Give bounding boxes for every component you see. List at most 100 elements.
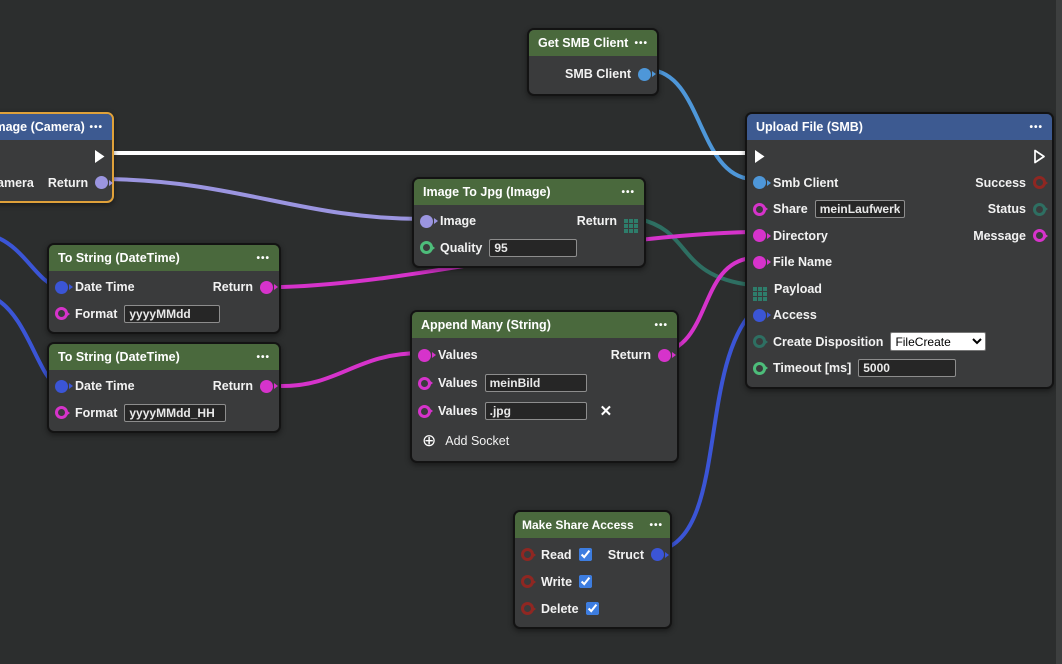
smb-client-input-port[interactable] — [753, 176, 766, 190]
values1-input-port[interactable] — [418, 348, 431, 362]
node-header[interactable]: Image To Jpg (Image) ••• — [414, 179, 644, 205]
node-menu-icon[interactable]: ••• — [89, 121, 103, 133]
node-header[interactable]: Get SMB Client ••• — [529, 30, 657, 56]
node-header[interactable]: Make Share Access ••• — [515, 512, 670, 538]
share-input-port[interactable] — [753, 202, 766, 216]
message-label: Message — [973, 228, 1026, 243]
remove-socket-icon[interactable]: ✕ — [599, 402, 613, 420]
return-label: Return — [212, 379, 253, 394]
plus-circle-icon: ⊕ — [422, 431, 437, 450]
node-header[interactable]: Image (Camera) ••• — [0, 114, 112, 140]
format-input-port[interactable] — [55, 307, 68, 321]
message-output-port[interactable] — [1033, 229, 1046, 243]
exec-input-port[interactable] — [753, 149, 766, 164]
node-menu-icon[interactable]: ••• — [256, 351, 270, 363]
format-row: Format — [49, 400, 279, 427]
delete-row: Delete — [515, 595, 670, 622]
file-name-input-port[interactable] — [753, 255, 766, 269]
struct-output-port[interactable] — [651, 548, 664, 561]
values2-input-port[interactable] — [418, 376, 431, 390]
return-bytes-output-port[interactable] — [624, 219, 628, 224]
values2-label: Values — [438, 376, 478, 390]
add-socket-label: Add Socket — [445, 433, 510, 448]
delete-label: Delete — [541, 601, 579, 616]
format-input-port[interactable] — [55, 406, 68, 420]
values3-label: Values — [438, 404, 478, 418]
format-field[interactable] — [124, 403, 227, 422]
wire-struct-to-access[interactable] — [656, 310, 754, 553]
values3-field[interactable] — [484, 402, 587, 420]
node-menu-icon[interactable]: ••• — [256, 252, 270, 264]
node-upload-file[interactable]: Upload File (SMB) ••• Smb Client Success… — [745, 112, 1054, 389]
values2-field[interactable] — [484, 374, 587, 392]
node-image-camera[interactable]: Image (Camera) ••• Camera Return — [0, 112, 114, 203]
wire-tostring2-to-values[interactable] — [280, 351, 424, 388]
vertical-scrollbar[interactable] — [1056, 0, 1062, 664]
wire-camera-return-to-image[interactable] — [104, 177, 426, 221]
return-output-port[interactable] — [260, 280, 273, 294]
create-disposition-select[interactable]: FileCreate — [890, 332, 987, 352]
node-header[interactable]: Append Many (String) ••• — [412, 312, 677, 338]
timeout-input-port[interactable] — [753, 361, 766, 375]
directory-message-row: Directory Message — [747, 223, 1052, 250]
node-make-share-access[interactable]: Make Share Access ••• Read Struct Write … — [513, 510, 672, 629]
create-disposition-input-port[interactable] — [753, 335, 766, 349]
payload-row: Payload — [747, 276, 1052, 303]
write-input-port[interactable] — [521, 575, 534, 588]
values3-input-port[interactable] — [418, 404, 431, 418]
node-menu-icon[interactable]: ••• — [621, 186, 635, 198]
write-checkbox[interactable] — [579, 575, 593, 588]
status-output-port[interactable] — [1033, 202, 1046, 216]
node-menu-icon[interactable]: ••• — [1029, 121, 1043, 133]
node-to-string-2[interactable]: To String (DateTime) ••• Date Time Retur… — [47, 342, 281, 433]
directory-input-port[interactable] — [753, 229, 766, 243]
node-title: Image (Camera) — [0, 120, 85, 134]
output-row: SMB Client — [529, 59, 657, 89]
image-row: Image Return — [414, 208, 644, 235]
access-input-port[interactable] — [753, 308, 766, 322]
node-menu-icon[interactable]: ••• — [654, 319, 668, 331]
exec-output-port[interactable] — [1033, 149, 1046, 164]
quality-input-port[interactable] — [420, 241, 433, 255]
node-header[interactable]: To String (DateTime) ••• — [49, 344, 279, 370]
format-field[interactable] — [124, 304, 221, 323]
node-header[interactable]: Upload File (SMB) ••• — [747, 114, 1052, 140]
return-output-port[interactable] — [260, 379, 273, 393]
datetime-input-port[interactable] — [55, 280, 68, 294]
datetime-label: Date Time — [75, 280, 135, 295]
node-menu-icon[interactable]: ••• — [634, 37, 648, 49]
node-get-smb-client[interactable]: Get SMB Client ••• SMB Client — [527, 28, 659, 96]
timeout-field[interactable] — [858, 359, 957, 378]
smb-client-output-port[interactable] — [638, 67, 651, 81]
node-header[interactable]: To String (DateTime) ••• — [49, 245, 279, 271]
image-input-port[interactable] — [420, 214, 433, 228]
add-socket-button[interactable]: ⊕ Add Socket — [412, 425, 677, 456]
wire-smbclient-out-to-in[interactable] — [648, 68, 753, 181]
delete-checkbox[interactable] — [585, 602, 599, 615]
node-title: Upload File (SMB) — [756, 120, 863, 134]
return-output-port[interactable] — [658, 348, 671, 362]
timeout-label: Timeout [ms] — [773, 361, 852, 376]
delete-input-port[interactable] — [521, 602, 534, 615]
read-input-port[interactable] — [521, 548, 534, 561]
values-row-1: Values Return — [412, 341, 677, 369]
exec-output-port[interactable] — [93, 149, 106, 164]
format-label: Format — [75, 306, 118, 321]
node-menu-icon[interactable]: ••• — [649, 519, 663, 531]
format-row: Format — [49, 301, 279, 328]
success-output-port[interactable] — [1033, 176, 1046, 190]
camera-return-output-port[interactable] — [95, 176, 109, 190]
datetime-input-port[interactable] — [55, 379, 68, 393]
share-field[interactable] — [814, 200, 905, 219]
wire-jpg-return-to-payload[interactable] — [637, 217, 753, 287]
format-label: Format — [75, 405, 118, 420]
node-title: Get SMB Client — [538, 36, 629, 50]
read-checkbox[interactable] — [578, 548, 592, 561]
output-label: SMB Client — [565, 67, 631, 81]
node-append-many[interactable]: Append Many (String) ••• Values Return V… — [410, 310, 679, 463]
quality-field[interactable] — [489, 238, 578, 257]
node-to-string-1[interactable]: To String (DateTime) ••• Date Time Retur… — [47, 243, 281, 334]
payload-bytes-input-port[interactable] — [753, 286, 757, 291]
node-image-to-jpg[interactable]: Image To Jpg (Image) ••• Image Return Qu… — [412, 177, 646, 268]
write-label: Write — [541, 574, 573, 589]
